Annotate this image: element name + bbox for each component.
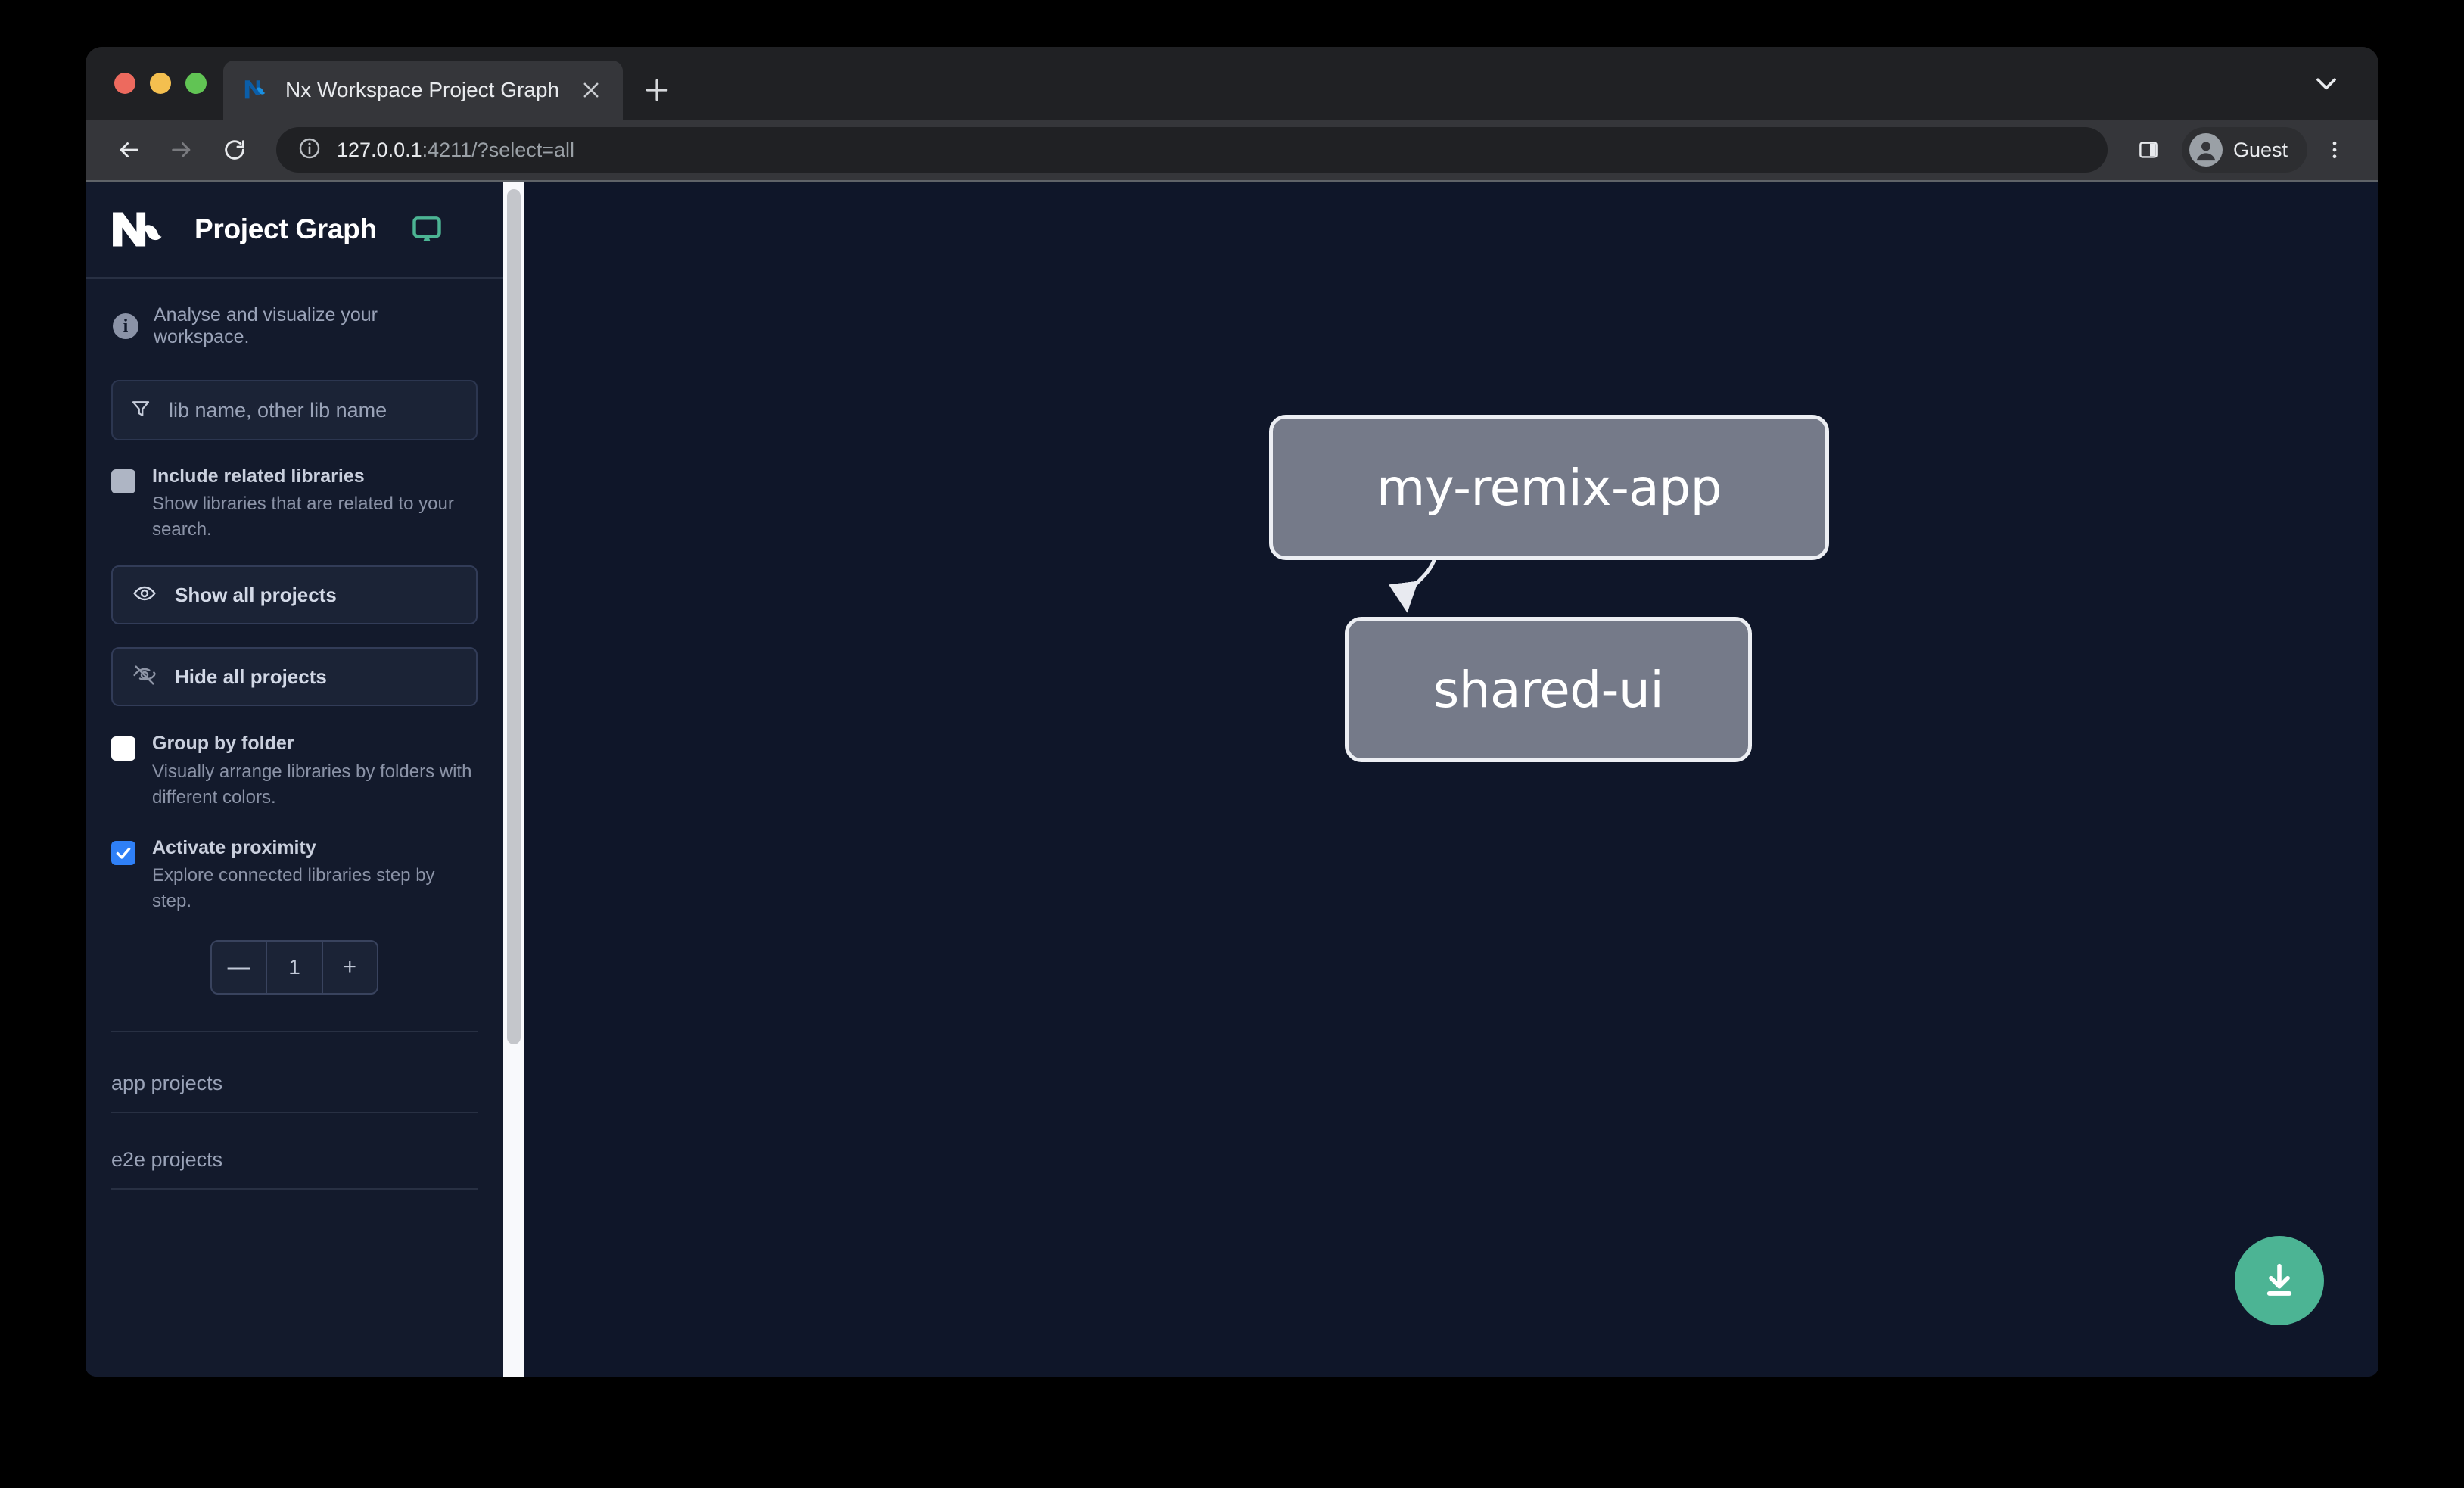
checkbox-group-by-folder[interactable] [111, 736, 135, 761]
window-traffic-lights [86, 47, 223, 120]
graph-edges-layer [1389, 509, 1440, 613]
option-activate-proximity[interactable]: Activate proximity Explore connected lib… [111, 836, 478, 914]
tab-title: Nx Workspace Project Graph [285, 78, 560, 101]
info-circle-icon[interactable] [297, 136, 322, 164]
browser-toolbar: 127.0.0.1:4211/?select=all Guest [86, 120, 2378, 182]
filter-field[interactable] [111, 380, 478, 440]
chevron-down-icon[interactable] [2304, 61, 2348, 105]
url-host: 127.0.0.1 [337, 138, 422, 161]
option-group-by-folder[interactable]: Group by folder Visually arrange librari… [111, 732, 478, 810]
hide-all-projects-button[interactable]: Hide all projects [111, 647, 478, 707]
sidebar-header: Project Graph [86, 182, 503, 279]
side-panel-icon[interactable] [2127, 129, 2170, 171]
button-label: Show all projects [175, 583, 337, 606]
maximize-window-button[interactable] [185, 73, 207, 94]
stepper-increment-button[interactable]: + [343, 954, 357, 980]
graph-node-my-remix-app[interactable]: my-remix-app [1269, 415, 1829, 560]
close-icon[interactable] [576, 75, 606, 105]
checkbox-include-related-libraries[interactable] [111, 469, 135, 493]
nx-logo-icon [111, 208, 173, 251]
checkbox-activate-proximity[interactable] [111, 840, 135, 865]
browser-tab[interactable]: Nx Workspace Project Graph [223, 61, 624, 120]
section-header-e2e-projects[interactable]: e2e projects [111, 1148, 478, 1191]
forward-arrow-icon[interactable] [158, 126, 205, 173]
option-label: Activate proximity [152, 836, 316, 858]
back-arrow-icon[interactable] [105, 126, 152, 173]
stepper-value: 1 [266, 942, 323, 994]
address-bar[interactable]: 127.0.0.1:4211/?select=all [276, 127, 2108, 173]
sidebar-scrollbar-track[interactable] [503, 182, 524, 1377]
stepper-decrement-button[interactable]: — [227, 954, 250, 980]
tabstrip-right-controls [2304, 47, 2378, 120]
option-label: Group by folder [152, 733, 294, 755]
minimize-window-button[interactable] [150, 73, 171, 94]
project-graph-canvas[interactable]: my-remix-app shared-ui [503, 182, 2378, 1377]
nx-logo-icon [243, 77, 269, 103]
search-input[interactable] [169, 398, 459, 422]
profile-name: Guest [2232, 138, 2288, 161]
proximity-stepper[interactable]: — 1 + [210, 940, 378, 995]
option-label: Include related libraries [152, 465, 365, 487]
new-tab-button[interactable] [630, 64, 683, 117]
sidebar-subtitle: Analyse and visualize your workspace. [154, 304, 378, 347]
tab-strip: Nx Workspace Project Graph [86, 47, 2378, 120]
button-label: Hide all projects [175, 665, 327, 688]
reload-icon[interactable] [211, 126, 258, 173]
show-all-projects-button[interactable]: Show all projects [111, 565, 478, 625]
sidebar-subtitle-row: i Analyse and visualize your workspace. [86, 279, 503, 348]
eye-slash-icon [132, 663, 157, 691]
browser-window: Nx Workspace Project Graph [86, 47, 2378, 1377]
address-bar-url: 127.0.0.1:4211/?select=all [337, 139, 574, 162]
download-icon [2266, 1263, 2292, 1296]
option-description: Explore connected libraries step by step… [152, 865, 435, 912]
sidebar-scrollbar-thumb[interactable] [507, 189, 521, 1044]
desktop-monitor-icon[interactable] [410, 213, 443, 246]
sidebar: Project Graph i Analyse and visualize yo… [86, 182, 503, 1377]
option-description: Visually arrange libraries by folders wi… [152, 761, 472, 808]
sidebar-body: Include related libraries Show libraries… [86, 348, 503, 1377]
sidebar-divider [111, 1031, 478, 1033]
profile-button[interactable]: Guest [2181, 127, 2307, 173]
url-path: :4211/?select=all [422, 138, 575, 161]
eye-icon [132, 581, 157, 609]
close-window-button[interactable] [114, 73, 135, 94]
info-circle-icon: i [113, 313, 138, 339]
option-include-related-libraries[interactable]: Include related libraries Show libraries… [111, 465, 478, 543]
page-content: Project Graph i Analyse and visualize yo… [86, 182, 2378, 1377]
three-dot-menu-icon[interactable] [2313, 129, 2356, 171]
account-avatar-icon [2189, 133, 2223, 167]
graph-node-shared-ui[interactable]: shared-ui [1345, 617, 1752, 762]
funnel-filter-icon [129, 397, 152, 424]
download-graph-button[interactable] [2235, 1236, 2324, 1325]
section-header-app-projects[interactable]: app projects [111, 1072, 478, 1114]
page-title: Project Graph [194, 213, 377, 244]
option-description: Show libraries that are related to your … [152, 493, 454, 540]
